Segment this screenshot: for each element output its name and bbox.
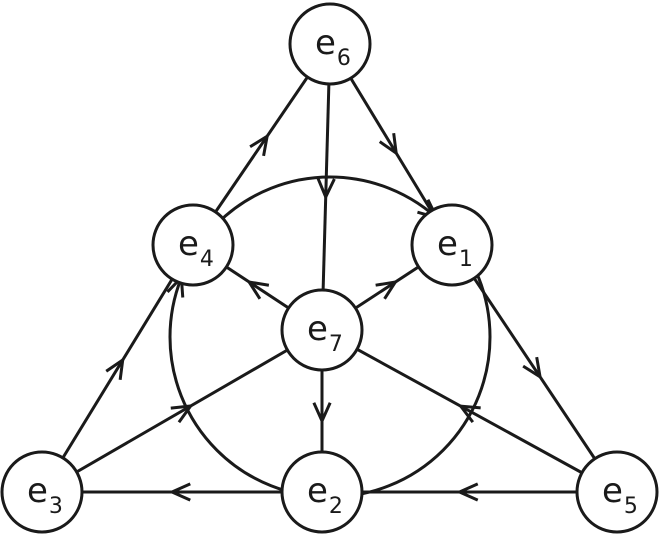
edge-e1-e5 [450,244,619,493]
node-subscript: 2 [329,494,343,519]
arrow-e7-e1-icon [375,280,399,300]
node-subscript: 6 [337,46,351,71]
node-e7 [280,288,364,372]
node-base: e [602,471,623,511]
node-subscript: 5 [624,494,638,519]
node-label-e3: e3 [27,471,63,519]
arrow-e3-e7-icon [170,404,194,424]
edge-e3-e7 [41,328,323,494]
arrow-e5-e2-icon [455,482,479,502]
node-label-e2: e2 [307,471,343,519]
arrow-e3-e4-icon [105,356,125,380]
node-base: e [178,224,199,264]
node-base: e [307,309,328,349]
node-subscript: 3 [49,494,63,519]
node-label-e6: e6 [315,23,351,71]
node-subscript: 1 [459,247,473,272]
arrow-e7-e2-icon [312,402,332,425]
node-e2 [280,450,364,534]
edge-e6-e7 [320,43,332,331]
node-label-e7: e7 [307,309,343,357]
node-e1 [410,203,494,287]
node-e4 [151,203,235,287]
arrow-e4-e6-icon [249,133,270,157]
arrow-e1-e5-icon [522,356,543,380]
node-e3 [0,450,84,534]
node-e5 [575,450,659,534]
arrow-e2-e3-icon [168,482,191,502]
node-base: e [315,23,336,63]
arrow-e6-e1-icon [378,133,399,157]
node-e6 [288,2,372,86]
node-base: e [437,224,458,264]
node-label-e4: e4 [178,224,214,272]
arrow-e5-e7-icon [457,404,481,424]
node-label-e5: e5 [602,471,638,519]
arrow-e6-e7-icon [316,177,336,201]
edge-e3-e4 [40,244,195,493]
node-base: e [307,471,328,511]
node-label-e1: e1 [437,224,473,272]
node-subscript: 4 [200,247,214,272]
node-subscript: 7 [329,332,343,357]
arrow-e7-e4-icon [246,279,270,300]
edge-e5-e7 [321,328,618,494]
node-base: e [27,471,48,511]
